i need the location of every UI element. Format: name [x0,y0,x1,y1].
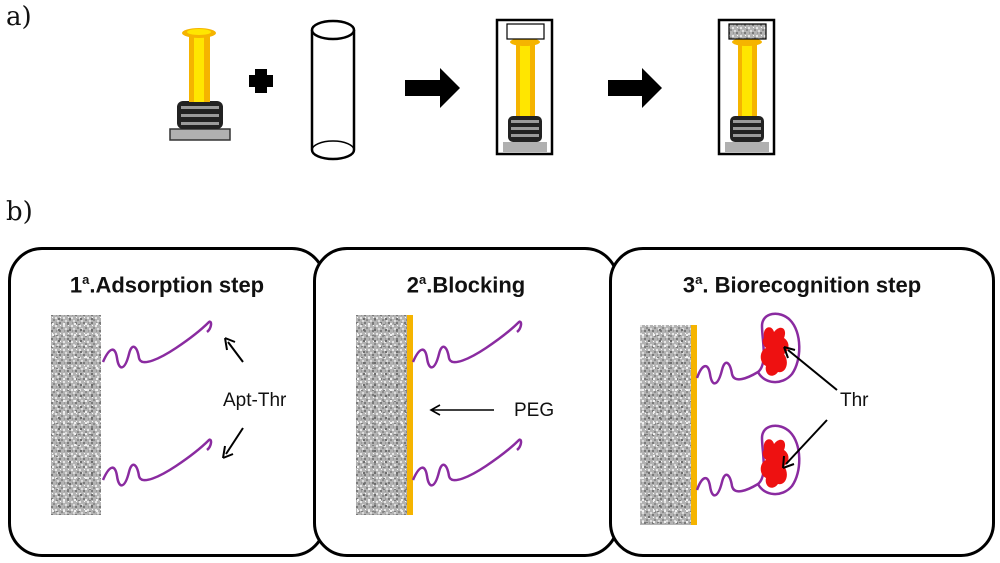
arrow-icon [783,346,838,391]
aptamer-strand [411,438,523,487]
arrow-right-icon [405,68,460,108]
panel-1-drawing [51,315,244,515]
panel-title: 2a.Blocking [406,272,526,298]
thr-label: Thr [840,390,869,411]
thrombin [760,439,789,488]
panel-biorecognition-step: 3a. Biorecognition step Thr [609,247,995,557]
panel-title: 3a. Biorecognition step [682,272,922,298]
panel-adsorption-step: 1a.Adsorption step Apt-Thr [8,247,326,557]
apt-thr-label: Apt-Thr [223,390,287,411]
plus-icon [249,69,273,93]
thrombin [760,327,789,376]
magnetic-particle-surface [640,325,692,525]
panel-title: 1a.Adsorption step [69,272,265,298]
magnetic-particle-surface [356,315,408,515]
aptamer-strand [101,320,213,369]
arrow-icon [429,404,494,416]
assembled-electrode-filled [717,18,776,156]
peg-layer [691,325,697,525]
peg-label: PEG [514,400,555,421]
empty-tube [310,19,356,161]
arrow-icon [224,337,244,363]
part-a-label: a) [6,2,32,32]
part-b-label: b) [6,197,33,227]
arrow-icon [222,427,244,459]
aptamer-strand [101,438,213,487]
peg-layer [407,315,413,515]
panel-blocking: 2a.Blocking PEG [313,247,619,557]
arrow-right-icon [608,68,662,108]
magnetic-particle-surface [51,315,101,515]
electrode-with-magnet [169,28,231,141]
aptamer-strand [695,424,801,497]
panel-3-drawing [640,312,838,525]
arrow-icon [782,419,828,469]
aptamer-strand [411,320,523,369]
panel-2-drawing [356,315,523,515]
assembled-electrode-empty [495,18,554,156]
